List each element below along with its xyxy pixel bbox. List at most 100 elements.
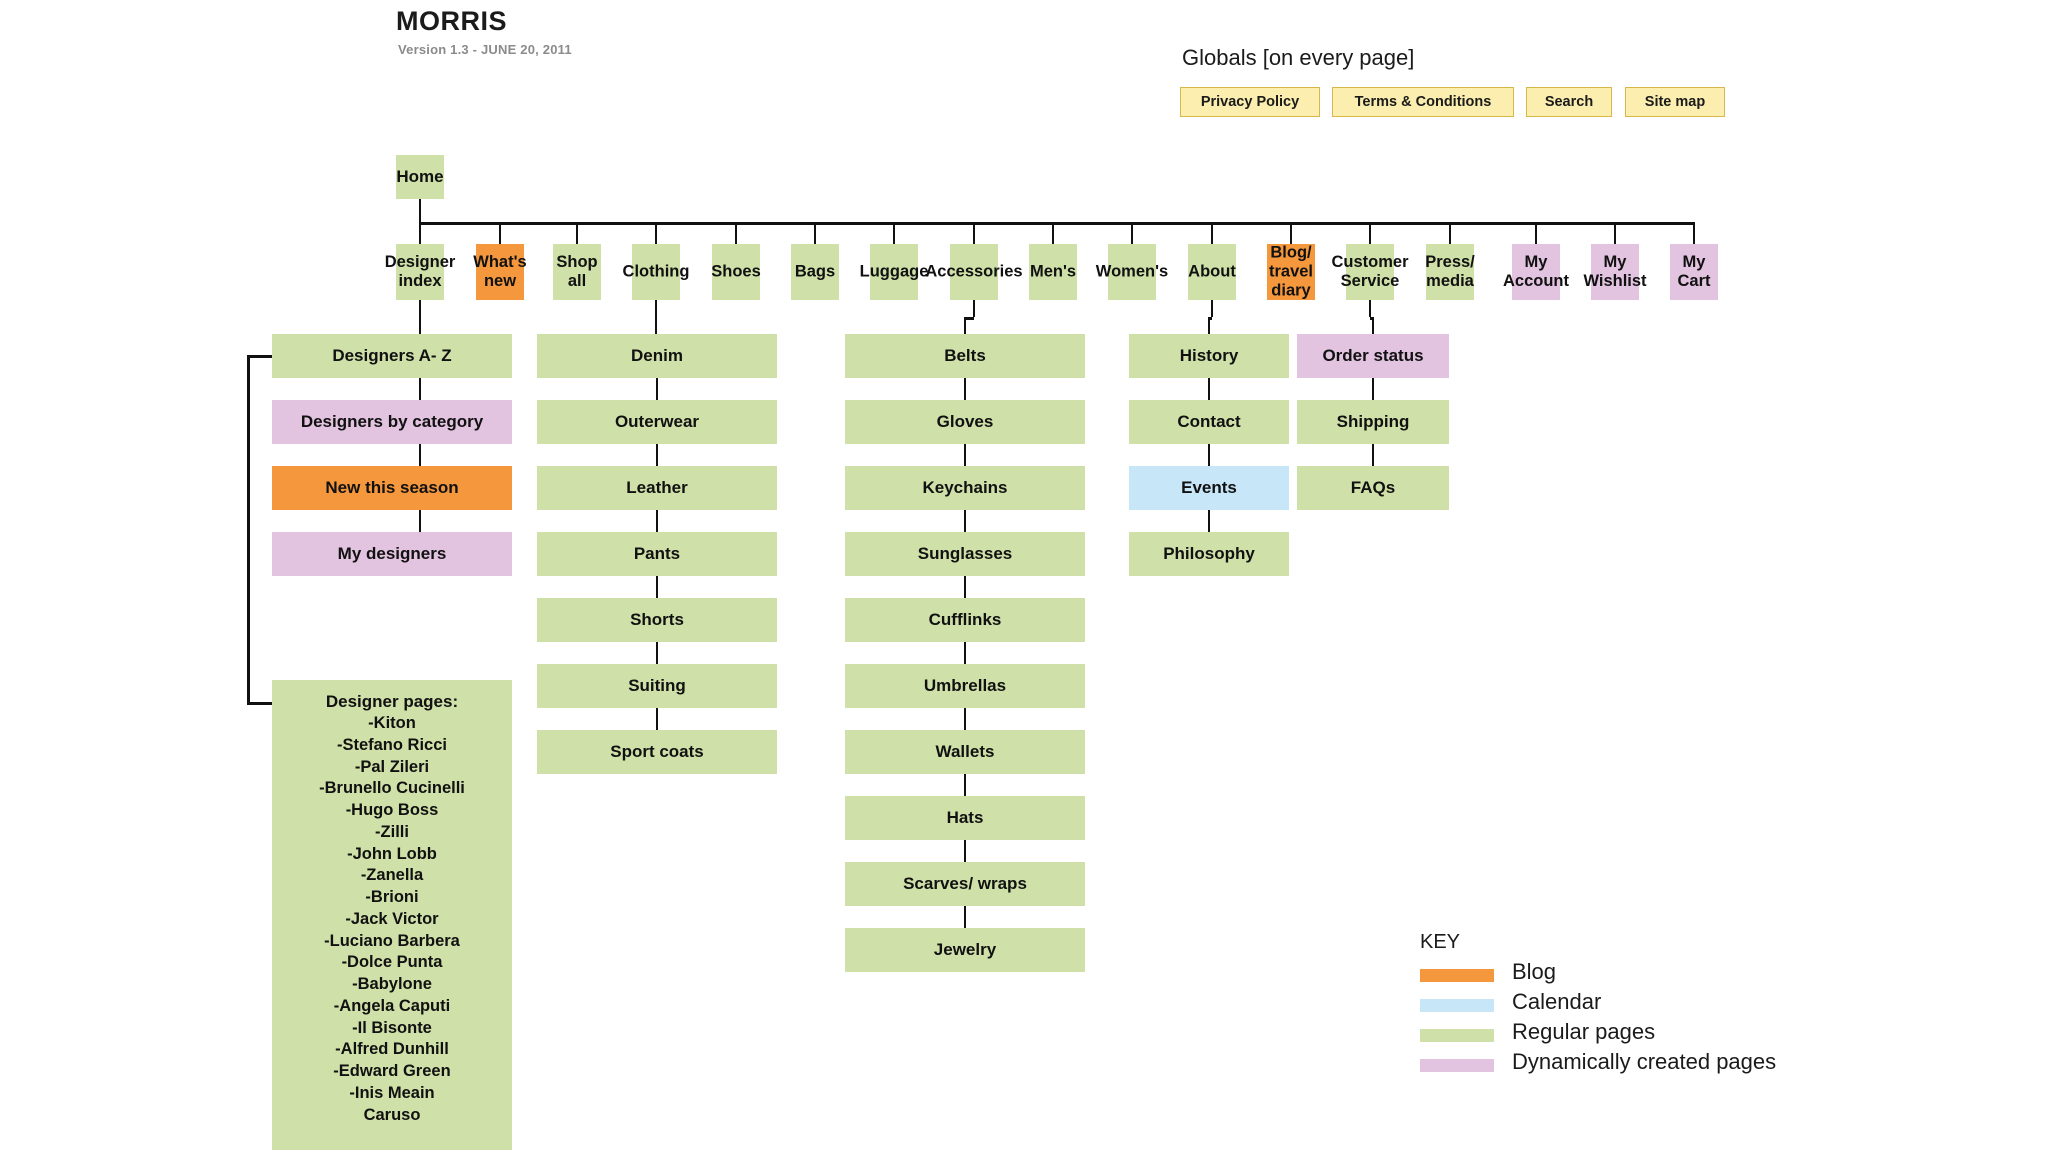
designer-name: -Stefano Ricci	[336, 735, 447, 754]
key-swatch	[1420, 1029, 1494, 1042]
connector-horizontal	[420, 222, 1694, 225]
nav-node-my-wishlist[interactable]	[1591, 244, 1639, 300]
connector-vertical	[1051, 222, 1055, 244]
connector-vertical	[1371, 378, 1375, 400]
node-label-leather: Leather	[626, 478, 688, 498]
nav-node-label-clothing: Clothing	[622, 262, 690, 281]
node-hats[interactable]: Hats	[845, 796, 1085, 840]
nav-node-bags[interactable]	[791, 244, 839, 300]
key-swatch	[1420, 969, 1494, 982]
nav-node-luggage[interactable]	[870, 244, 918, 300]
nav-node-clothing[interactable]	[632, 244, 680, 300]
connector-horizontal	[247, 702, 272, 705]
nav-node-women-s[interactable]	[1108, 244, 1156, 300]
node-home[interactable]	[396, 155, 444, 199]
nav-node-my-account[interactable]	[1512, 244, 1560, 300]
nav-node-designer-index[interactable]	[396, 244, 444, 300]
connector-vertical	[655, 642, 659, 664]
connector-vertical	[655, 708, 659, 730]
node-label-keychains: Keychains	[922, 478, 1008, 498]
node-suiting[interactable]: Suiting	[537, 664, 777, 708]
key-title: KEY	[1420, 931, 1461, 953]
node-pants[interactable]: Pants	[537, 532, 777, 576]
nav-node-shoes[interactable]	[712, 244, 760, 300]
node-label-shorts: Shorts	[630, 610, 684, 630]
nav-node-label-press-media: Press/ media	[1425, 252, 1475, 290]
node-my-designers[interactable]: My designers	[272, 532, 512, 576]
node-denim[interactable]: Denim	[537, 334, 777, 378]
node-shorts[interactable]: Shorts	[537, 598, 777, 642]
nav-node-what-s-new[interactable]	[476, 244, 524, 300]
nav-node-my-cart[interactable]	[1670, 244, 1718, 300]
node-outerwear[interactable]: Outerwear	[537, 400, 777, 444]
node-label-hats: Hats	[946, 808, 984, 828]
node-keychains[interactable]: Keychains	[845, 466, 1085, 510]
node-label-wallets: Wallets	[935, 742, 995, 762]
connector-vertical	[418, 199, 422, 222]
nav-node-blog-travel-diary[interactable]	[1267, 244, 1315, 300]
connector-vertical	[418, 378, 422, 400]
node-label-scarves-wraps: Scarves/ wraps	[903, 874, 1027, 894]
designer-name: -Dolce Punta	[341, 953, 443, 972]
nav-node-label-my-cart: My Cart	[1677, 252, 1711, 290]
connector-vertical	[1371, 444, 1375, 466]
node-events[interactable]: Events	[1129, 466, 1289, 510]
nav-node-label-accessories: Accessories	[925, 262, 1023, 281]
nav-node-men-s[interactable]	[1029, 244, 1077, 300]
nav-node-label-men-s: Men's	[1029, 262, 1077, 281]
connector-vertical	[575, 222, 579, 244]
node-label-contact: Contact	[1177, 412, 1241, 432]
global-button-search[interactable]: Search	[1526, 87, 1612, 117]
global-button-terms-conditions[interactable]: Terms & Conditions	[1332, 87, 1514, 117]
node-contact[interactable]: Contact	[1129, 400, 1289, 444]
designer-name: -Angela Caputi	[333, 996, 451, 1015]
nav-node-label-bags: Bags	[794, 262, 836, 281]
node-philosophy[interactable]: Philosophy	[1129, 532, 1289, 576]
node-leather[interactable]: Leather	[537, 466, 777, 510]
designer-name: -Inis Meain	[349, 1084, 435, 1103]
node-designers-by-category[interactable]: Designers by category	[272, 400, 512, 444]
connector-vertical	[972, 222, 976, 244]
nav-node-accessories[interactable]	[950, 244, 998, 300]
node-label-shipping: Shipping	[1336, 412, 1410, 432]
node-umbrellas[interactable]: Umbrellas	[845, 664, 1085, 708]
node-label-pants: Pants	[633, 544, 681, 564]
node-shipping[interactable]: Shipping	[1297, 400, 1449, 444]
node-gloves[interactable]: Gloves	[845, 400, 1085, 444]
node-sport-coats[interactable]: Sport coats	[537, 730, 777, 774]
connector-vertical	[654, 222, 658, 244]
node-order-status[interactable]: Order status	[1297, 334, 1449, 378]
nav-node-label-women-s: Women's	[1095, 262, 1169, 281]
node-faqs[interactable]: FAQs	[1297, 466, 1449, 510]
node-designers-a-z[interactable]: Designers A- Z	[272, 334, 512, 378]
node-scarves-wraps[interactable]: Scarves/ wraps	[845, 862, 1085, 906]
designer-name: -Brunello Cucinelli	[319, 779, 465, 798]
key-label: Dynamically created pages	[1512, 1049, 1777, 1074]
nav-node-about[interactable]	[1188, 244, 1236, 300]
connector-vertical	[1210, 222, 1214, 244]
node-new-this-season[interactable]: New this season	[272, 466, 512, 510]
global-button-site-map[interactable]: Site map	[1625, 87, 1725, 117]
node-belts[interactable]: Belts	[845, 334, 1085, 378]
connector-vertical	[1368, 222, 1372, 244]
designer-name: -Hugo Boss	[345, 801, 439, 820]
connector-horizontal	[247, 354, 272, 358]
node-wallets[interactable]: Wallets	[845, 730, 1085, 774]
node-history[interactable]: History	[1129, 334, 1289, 378]
nav-node-customer-service[interactable]	[1346, 244, 1394, 300]
connector-vertical	[963, 510, 967, 532]
nav-node-label-shoes: Shoes	[711, 262, 761, 281]
node-sunglasses[interactable]: Sunglasses	[845, 532, 1085, 576]
node-label-sunglasses: Sunglasses	[917, 544, 1013, 564]
nav-node-label-customer-service: Customer Service	[1331, 252, 1409, 290]
nav-node-press-media[interactable]	[1426, 244, 1474, 300]
node-jewelry[interactable]: Jewelry	[845, 928, 1085, 972]
nav-node-label-designer-index: Designer index	[384, 252, 456, 290]
nav-node-shop-all[interactable]	[553, 244, 601, 300]
connector-vertical	[1534, 222, 1538, 244]
node-label-cufflinks: Cufflinks	[928, 610, 1002, 630]
global-button-privacy-policy[interactable]: Privacy Policy	[1180, 87, 1320, 117]
designer-name: Caruso	[363, 1105, 421, 1124]
node-cufflinks[interactable]: Cufflinks	[845, 598, 1085, 642]
node-label-philosophy: Philosophy	[1163, 544, 1255, 564]
